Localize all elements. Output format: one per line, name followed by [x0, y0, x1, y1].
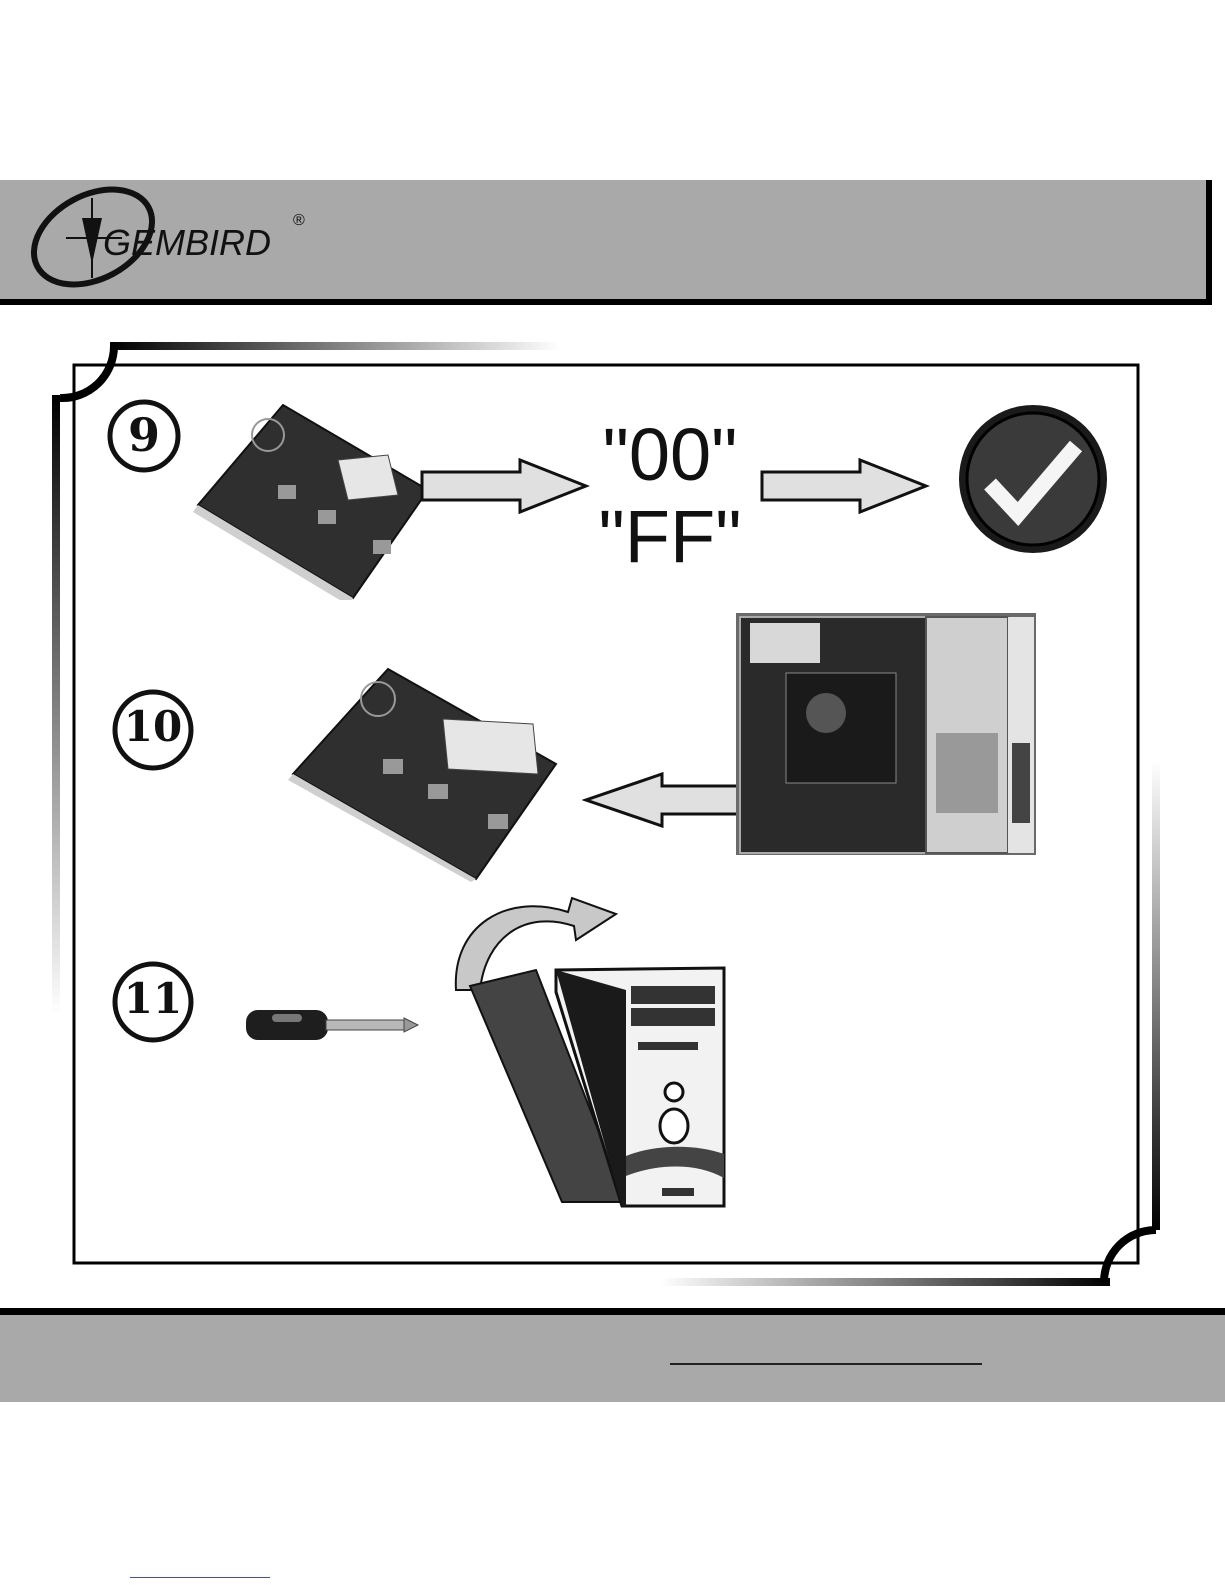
open-pc-case-icon [736, 613, 1036, 855]
checkmark-icon [956, 402, 1111, 557]
step-9-number: 9 [106, 412, 182, 458]
post-card-icon [288, 664, 558, 882]
screwdriver-icon [242, 1004, 420, 1044]
step-11-badge: 11 [111, 960, 195, 1044]
code-ff: "FF" [590, 500, 750, 574]
footer-link-underline[interactable] [670, 1363, 982, 1365]
right-arrow-icon [420, 458, 590, 514]
step-11-number: 11 [111, 978, 195, 1020]
post-card-icon [188, 400, 428, 600]
step-10-badge: 10 [111, 688, 195, 772]
code-00: "00" [590, 418, 750, 492]
pc-tower-icon [466, 966, 730, 1210]
step-9-badge: 9 [106, 398, 182, 474]
footer-band [0, 1308, 1225, 1402]
step-10-number: 10 [111, 706, 195, 748]
bottom-link-underline[interactable] [130, 1577, 270, 1578]
right-arrow-icon [760, 458, 930, 514]
